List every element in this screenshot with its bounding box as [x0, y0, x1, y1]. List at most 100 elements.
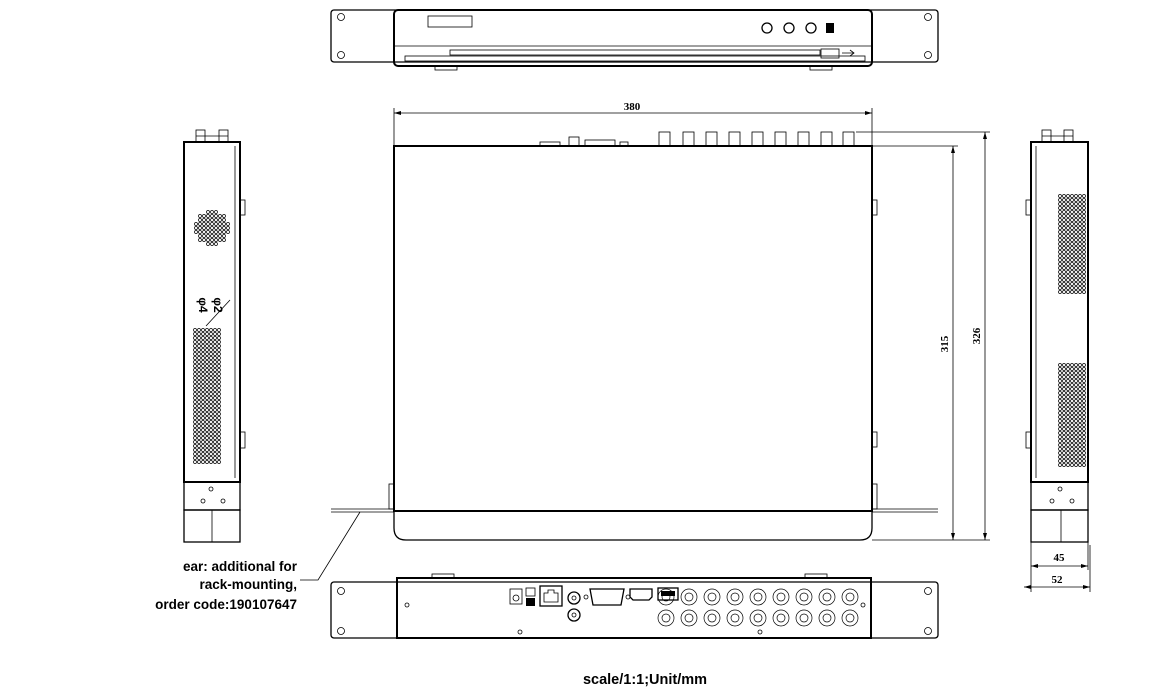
vent-hole — [1074, 234, 1078, 238]
bnc-connector-icon — [818, 609, 836, 627]
vent-hole — [197, 412, 201, 416]
vent-hole — [1082, 218, 1086, 222]
bnc-connector-icon — [795, 609, 813, 627]
vent-hole — [1062, 383, 1066, 387]
vent-hole — [1074, 423, 1078, 427]
vent-hole — [205, 396, 209, 400]
vent-hole — [1062, 431, 1066, 435]
vent-hole — [1082, 278, 1086, 282]
grille-hole — [210, 238, 214, 242]
vent-hole — [217, 424, 221, 428]
vent-hole — [1074, 435, 1078, 439]
vent-hole — [1062, 363, 1066, 367]
vent-hole — [1082, 415, 1086, 419]
grille-hole — [198, 218, 202, 222]
vent-hole — [1062, 278, 1066, 282]
vent-hole — [193, 356, 197, 360]
vent-hole — [1058, 290, 1062, 294]
vent-hole — [1062, 282, 1066, 286]
vent-hole — [1078, 415, 1082, 419]
vent-hole — [1066, 463, 1070, 467]
vent-hole — [1074, 266, 1078, 270]
vent-hole — [213, 444, 217, 448]
vent-hole — [201, 392, 205, 396]
vent-hole — [1070, 274, 1074, 278]
grille-hole — [206, 238, 210, 242]
vent-hole — [1062, 367, 1066, 371]
vent-hole — [1062, 218, 1066, 222]
vent-hole — [1070, 439, 1074, 443]
vent-hole — [193, 416, 197, 420]
vent-hole — [197, 428, 201, 432]
ear-callout: ear: additional for rack-mounting, order… — [155, 511, 361, 612]
vent-hole — [209, 408, 213, 412]
vent-hole — [1066, 415, 1070, 419]
vent-hole — [201, 360, 205, 364]
vent-hole — [213, 448, 217, 452]
vent-hole — [1066, 459, 1070, 463]
vent-hole — [1078, 266, 1082, 270]
vent-hole — [1066, 423, 1070, 427]
vent-hole — [205, 408, 209, 412]
vent-hole — [217, 352, 221, 356]
bnc-connector-core — [776, 592, 786, 602]
usb-symbol-icon — [842, 49, 855, 57]
vent-hole — [217, 392, 221, 396]
vent-hole — [201, 356, 205, 360]
right-vent-holes-upper — [1058, 194, 1086, 294]
vent-hole — [193, 436, 197, 440]
vent-hole — [1070, 266, 1074, 270]
vent-hole — [1058, 226, 1062, 230]
front-slot — [449, 49, 821, 56]
bnc-connector-core — [845, 613, 855, 623]
bnc-connector-icon — [657, 588, 675, 606]
vent-hole — [193, 420, 197, 424]
grille-hole — [194, 230, 198, 234]
vent-hole — [1078, 427, 1082, 431]
vent-hole — [193, 368, 197, 372]
grille-hole — [206, 226, 210, 230]
vent-hole — [193, 348, 197, 352]
vent-hole — [201, 404, 205, 408]
grille-hole — [222, 218, 226, 222]
vent-hole — [1058, 270, 1062, 274]
grille-hole — [222, 234, 226, 238]
vent-hole — [1082, 206, 1086, 210]
grille-hole — [210, 226, 214, 230]
vent-hole — [217, 460, 221, 464]
vent-hole — [205, 400, 209, 404]
grille-hole — [214, 222, 218, 226]
vent-hole — [1066, 278, 1070, 282]
bnc-connector-icon — [841, 588, 859, 606]
grille-hole — [214, 234, 218, 238]
grille-hole — [226, 230, 230, 234]
vent-hole — [1070, 214, 1074, 218]
vent-hole — [1078, 274, 1082, 278]
vent-hole — [1070, 210, 1074, 214]
vent-hole — [1066, 194, 1070, 198]
vent-hole — [213, 420, 217, 424]
grille-hole — [222, 238, 226, 242]
vent-hole — [213, 432, 217, 436]
vent-hole — [201, 428, 205, 432]
vent-hole — [1058, 383, 1062, 387]
vent-hole — [1074, 198, 1078, 202]
vent-hole — [1066, 375, 1070, 379]
vent-hole — [213, 388, 217, 392]
bnc-connector-core — [799, 592, 809, 602]
dimension-width-label: 380 — [624, 101, 641, 113]
vent-hole — [1066, 411, 1070, 415]
grille-hole — [198, 234, 202, 238]
vent-hole — [1058, 274, 1062, 278]
vent-hole — [1062, 451, 1066, 455]
vent-hole — [1070, 206, 1074, 210]
vent-hole — [197, 436, 201, 440]
vent-hole — [1078, 278, 1082, 282]
vent-hole — [209, 416, 213, 420]
vent-hole — [1078, 399, 1082, 403]
vent-hole — [1070, 242, 1074, 246]
vent-hole — [213, 344, 217, 348]
vent-hole — [1070, 290, 1074, 294]
vent-hole — [1074, 230, 1078, 234]
ethernet-port-icon — [539, 585, 563, 607]
